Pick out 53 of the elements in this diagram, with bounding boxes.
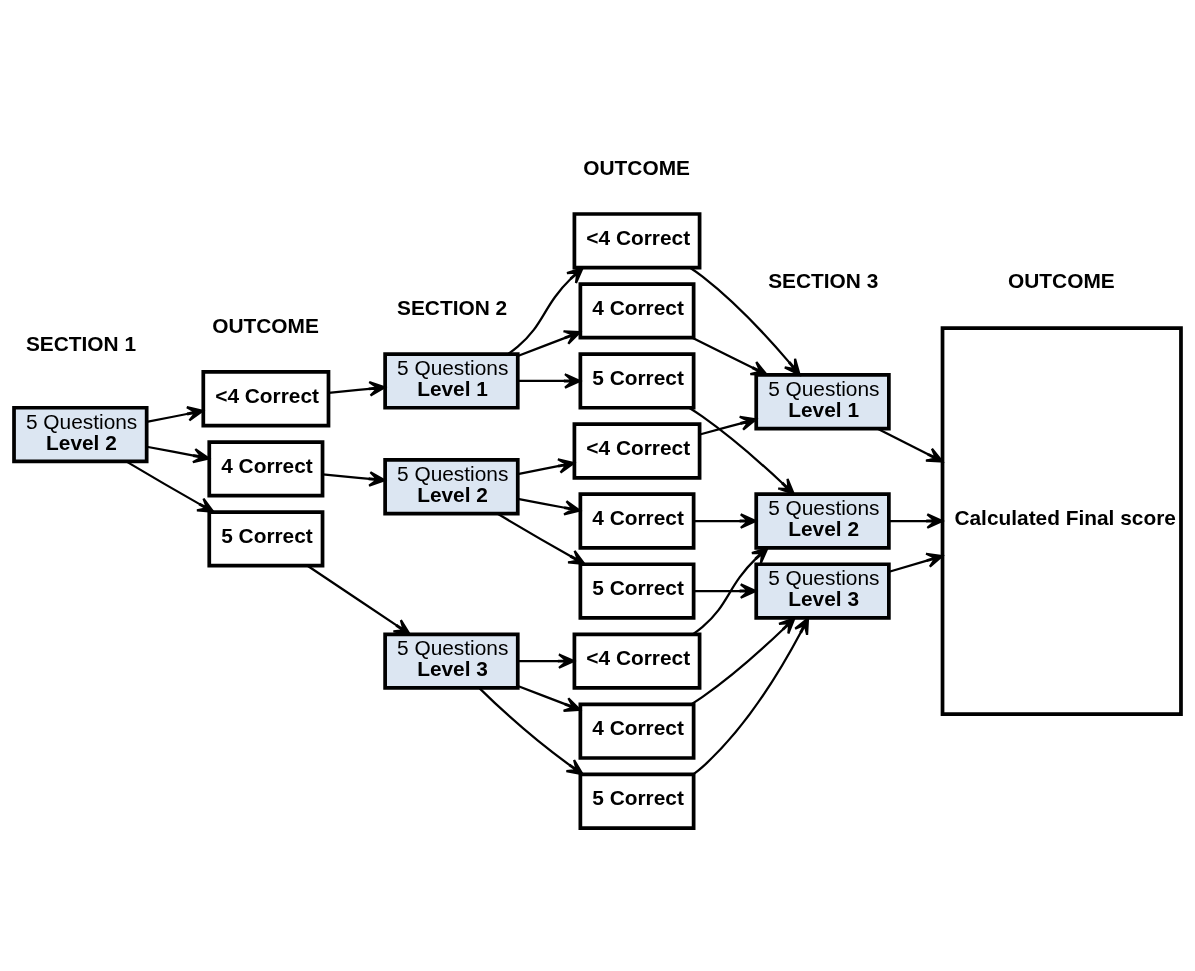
label: SECTION 1: [25, 331, 137, 355]
arrow: [322, 470, 386, 487]
arrow: [146, 445, 210, 463]
arrow: [690, 616, 796, 705]
node-box: 5 Questions Level 2: [383, 457, 520, 515]
node-box: 5 Questions Level 3: [754, 561, 891, 620]
arrow: [517, 652, 575, 669]
node-box: <4 Correct: [201, 369, 331, 427]
node-box: <4 Correct: [572, 211, 702, 270]
arrow: [689, 266, 801, 376]
arrow: [307, 564, 411, 635]
arrow: [693, 582, 757, 599]
node-box: 5 Correct: [578, 772, 696, 830]
node-box: 4 Correct: [578, 491, 696, 550]
arrow: [692, 546, 769, 635]
arrow: [517, 497, 581, 516]
arrow: [507, 266, 584, 355]
label: OUTCOME: [1008, 268, 1115, 292]
label: SECTION 2: [397, 295, 508, 319]
node-box: <4 Correct: [572, 421, 702, 480]
arrow: [126, 460, 215, 513]
arrow: [328, 380, 386, 397]
arrow: [693, 512, 757, 529]
node-box: 5 Questions Level 1: [754, 372, 891, 430]
arrow: [517, 372, 581, 389]
node-box: 5 Correct: [207, 509, 325, 568]
label: SECTION 3: [768, 268, 879, 292]
arrow: [517, 457, 575, 475]
arrow: [877, 427, 944, 463]
arrow: [692, 616, 810, 775]
node-box: 4 Correct: [207, 439, 325, 498]
arrow: [889, 512, 944, 529]
node-box: 5 Questions Level 3: [383, 631, 520, 690]
arrow: [478, 687, 584, 775]
node-box: 5 Correct: [578, 561, 696, 620]
node-box: 5 Correct: [578, 351, 696, 410]
arrow: [517, 329, 581, 357]
arrow: [688, 406, 795, 495]
label: OUTCOME: [212, 313, 319, 337]
label: OUTCOME: [583, 155, 690, 179]
arrow: [146, 405, 204, 423]
node-box: 4 Correct: [578, 281, 696, 340]
node-box: 5 Questions Level 2: [754, 491, 891, 550]
node-box: Calculated Final score: [940, 325, 1183, 716]
arrow: [517, 684, 581, 712]
arrow: [699, 415, 757, 436]
node-box: <4 Correct: [572, 631, 702, 690]
arrow: [497, 512, 586, 565]
node-box: 5 Questions Level 2: [12, 405, 149, 463]
node-box: 4 Correct: [578, 701, 696, 760]
arrow: [692, 336, 768, 376]
node-box: 5 Questions Level 1: [383, 351, 520, 410]
arrow: [888, 552, 944, 573]
